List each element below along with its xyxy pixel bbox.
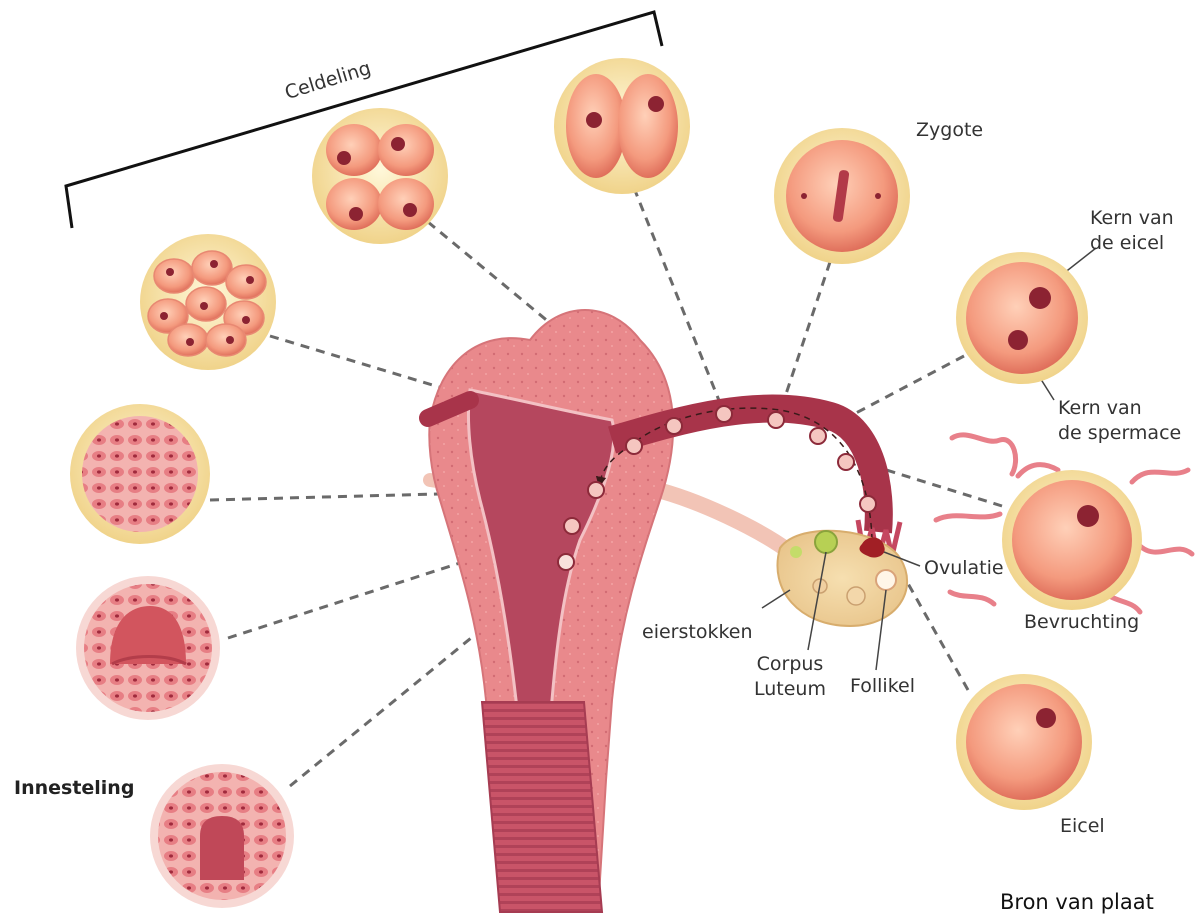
ovary <box>777 531 907 626</box>
egg-nucleus-icon <box>1036 708 1056 728</box>
blastula-stage <box>70 404 210 544</box>
zygote-cell <box>774 128 910 264</box>
egg-nucleus-dot <box>1029 287 1051 309</box>
four-cell-stage <box>312 108 448 244</box>
line-zygote <box>780 262 830 412</box>
innesteling-label: Innesteling <box>14 776 134 801</box>
two-cell-stage <box>554 58 690 194</box>
blastocyst-stage <box>76 576 220 720</box>
kern-eicel-label: Kern van de eicel <box>1090 206 1174 256</box>
eicel-label: Eicel <box>1060 814 1105 839</box>
vagina <box>482 702 602 912</box>
follikel-label: Follikel <box>850 674 915 699</box>
follicle-icon <box>876 570 896 590</box>
morula-stage <box>140 234 276 370</box>
ovarian-ligament <box>650 488 790 552</box>
two-nuclei-cell <box>956 252 1088 384</box>
kern-spermacel-label: Kern van de spermace <box>1058 396 1181 446</box>
fertilization-cell <box>936 435 1192 612</box>
eierstokken-label: eierstokken <box>642 620 753 645</box>
corpus-luteum-label: Corpus Luteum <box>754 652 826 702</box>
sperm-nucleus-dot <box>1008 330 1028 350</box>
line-bevruchting <box>880 468 1002 506</box>
egg-cell <box>956 674 1092 810</box>
ovulatie-label: Ovulatie <box>924 556 1004 581</box>
corpus-luteum-icon <box>815 531 837 553</box>
bevruchting-label: Bevruchting <box>1024 610 1139 635</box>
source-credit: Bron van plaat <box>1000 890 1154 915</box>
zygote-label: Zygote <box>916 118 983 143</box>
uterus <box>428 310 673 912</box>
implantation-stage <box>150 764 294 908</box>
